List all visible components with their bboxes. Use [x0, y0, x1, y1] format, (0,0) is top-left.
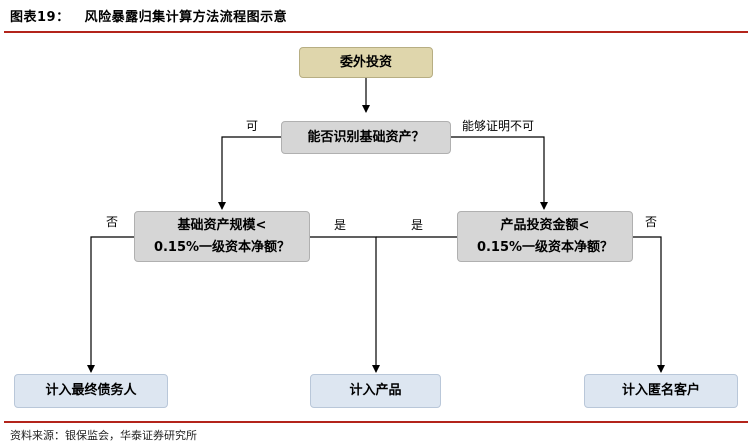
figure-title-text: 风险暴露归集计算方法流程图示意 [84, 10, 288, 25]
start-node-outsourced-investment: 委外投资 [299, 47, 433, 78]
decision-q2-line2: 0.15%一级资本净额？ [153, 239, 291, 255]
decision-product-investment-amount: 产品投资金额< 0.15%一级资本净额？ [457, 211, 633, 262]
edge-label-q1-yes: 可 [246, 119, 259, 133]
figure-label: 图表19： [10, 10, 70, 25]
result-product-label: 计入产品 [349, 383, 402, 398]
decision-q3-line1: 产品投资金额< [500, 217, 590, 233]
edge-label-q2-yes: 是 [334, 218, 347, 232]
decision-q2-line1: 基础资产规模< [177, 217, 267, 233]
edge-label-q3-yes: 是 [411, 218, 424, 232]
decision-q1-label: 能否识别基础资产？ [307, 129, 425, 145]
decision-underlying-asset-size: 基础资产规模< 0.15%一级资本净额？ [134, 211, 310, 262]
edge-label-q1-no: 能够证明不可 [462, 119, 535, 133]
decision-q3-line2: 0.15%一级资本净额？ [476, 239, 614, 255]
figure-title: 图表19： 风险暴露归集计算方法流程图示意 [10, 6, 287, 25]
result-anonymous-client-label: 计入匿名客户 [621, 383, 700, 398]
result-final-debtor: 计入最终债务人 [14, 374, 168, 408]
edge-q2-yes [310, 236, 380, 373]
result-anonymous-client: 计入匿名客户 [584, 374, 738, 408]
edge-label-q2-no: 否 [106, 215, 119, 229]
edge-q1-yes [218, 136, 281, 210]
edge-q2-no [87, 236, 134, 373]
source-note: 资料来源：银保监会，华泰证券研究所 [10, 429, 197, 442]
start-node-label: 委外投资 [339, 54, 392, 70]
edge-label-q3-no: 否 [645, 215, 658, 229]
edge-q3-no [633, 236, 665, 373]
bottom-rule [4, 421, 748, 423]
edge-q1-no [451, 136, 548, 210]
top-rule [4, 31, 748, 33]
decision-identify-underlying-assets: 能否识别基础资产？ [281, 121, 451, 154]
result-final-debtor-label: 计入最终债务人 [45, 383, 137, 398]
result-product: 计入产品 [310, 374, 441, 408]
